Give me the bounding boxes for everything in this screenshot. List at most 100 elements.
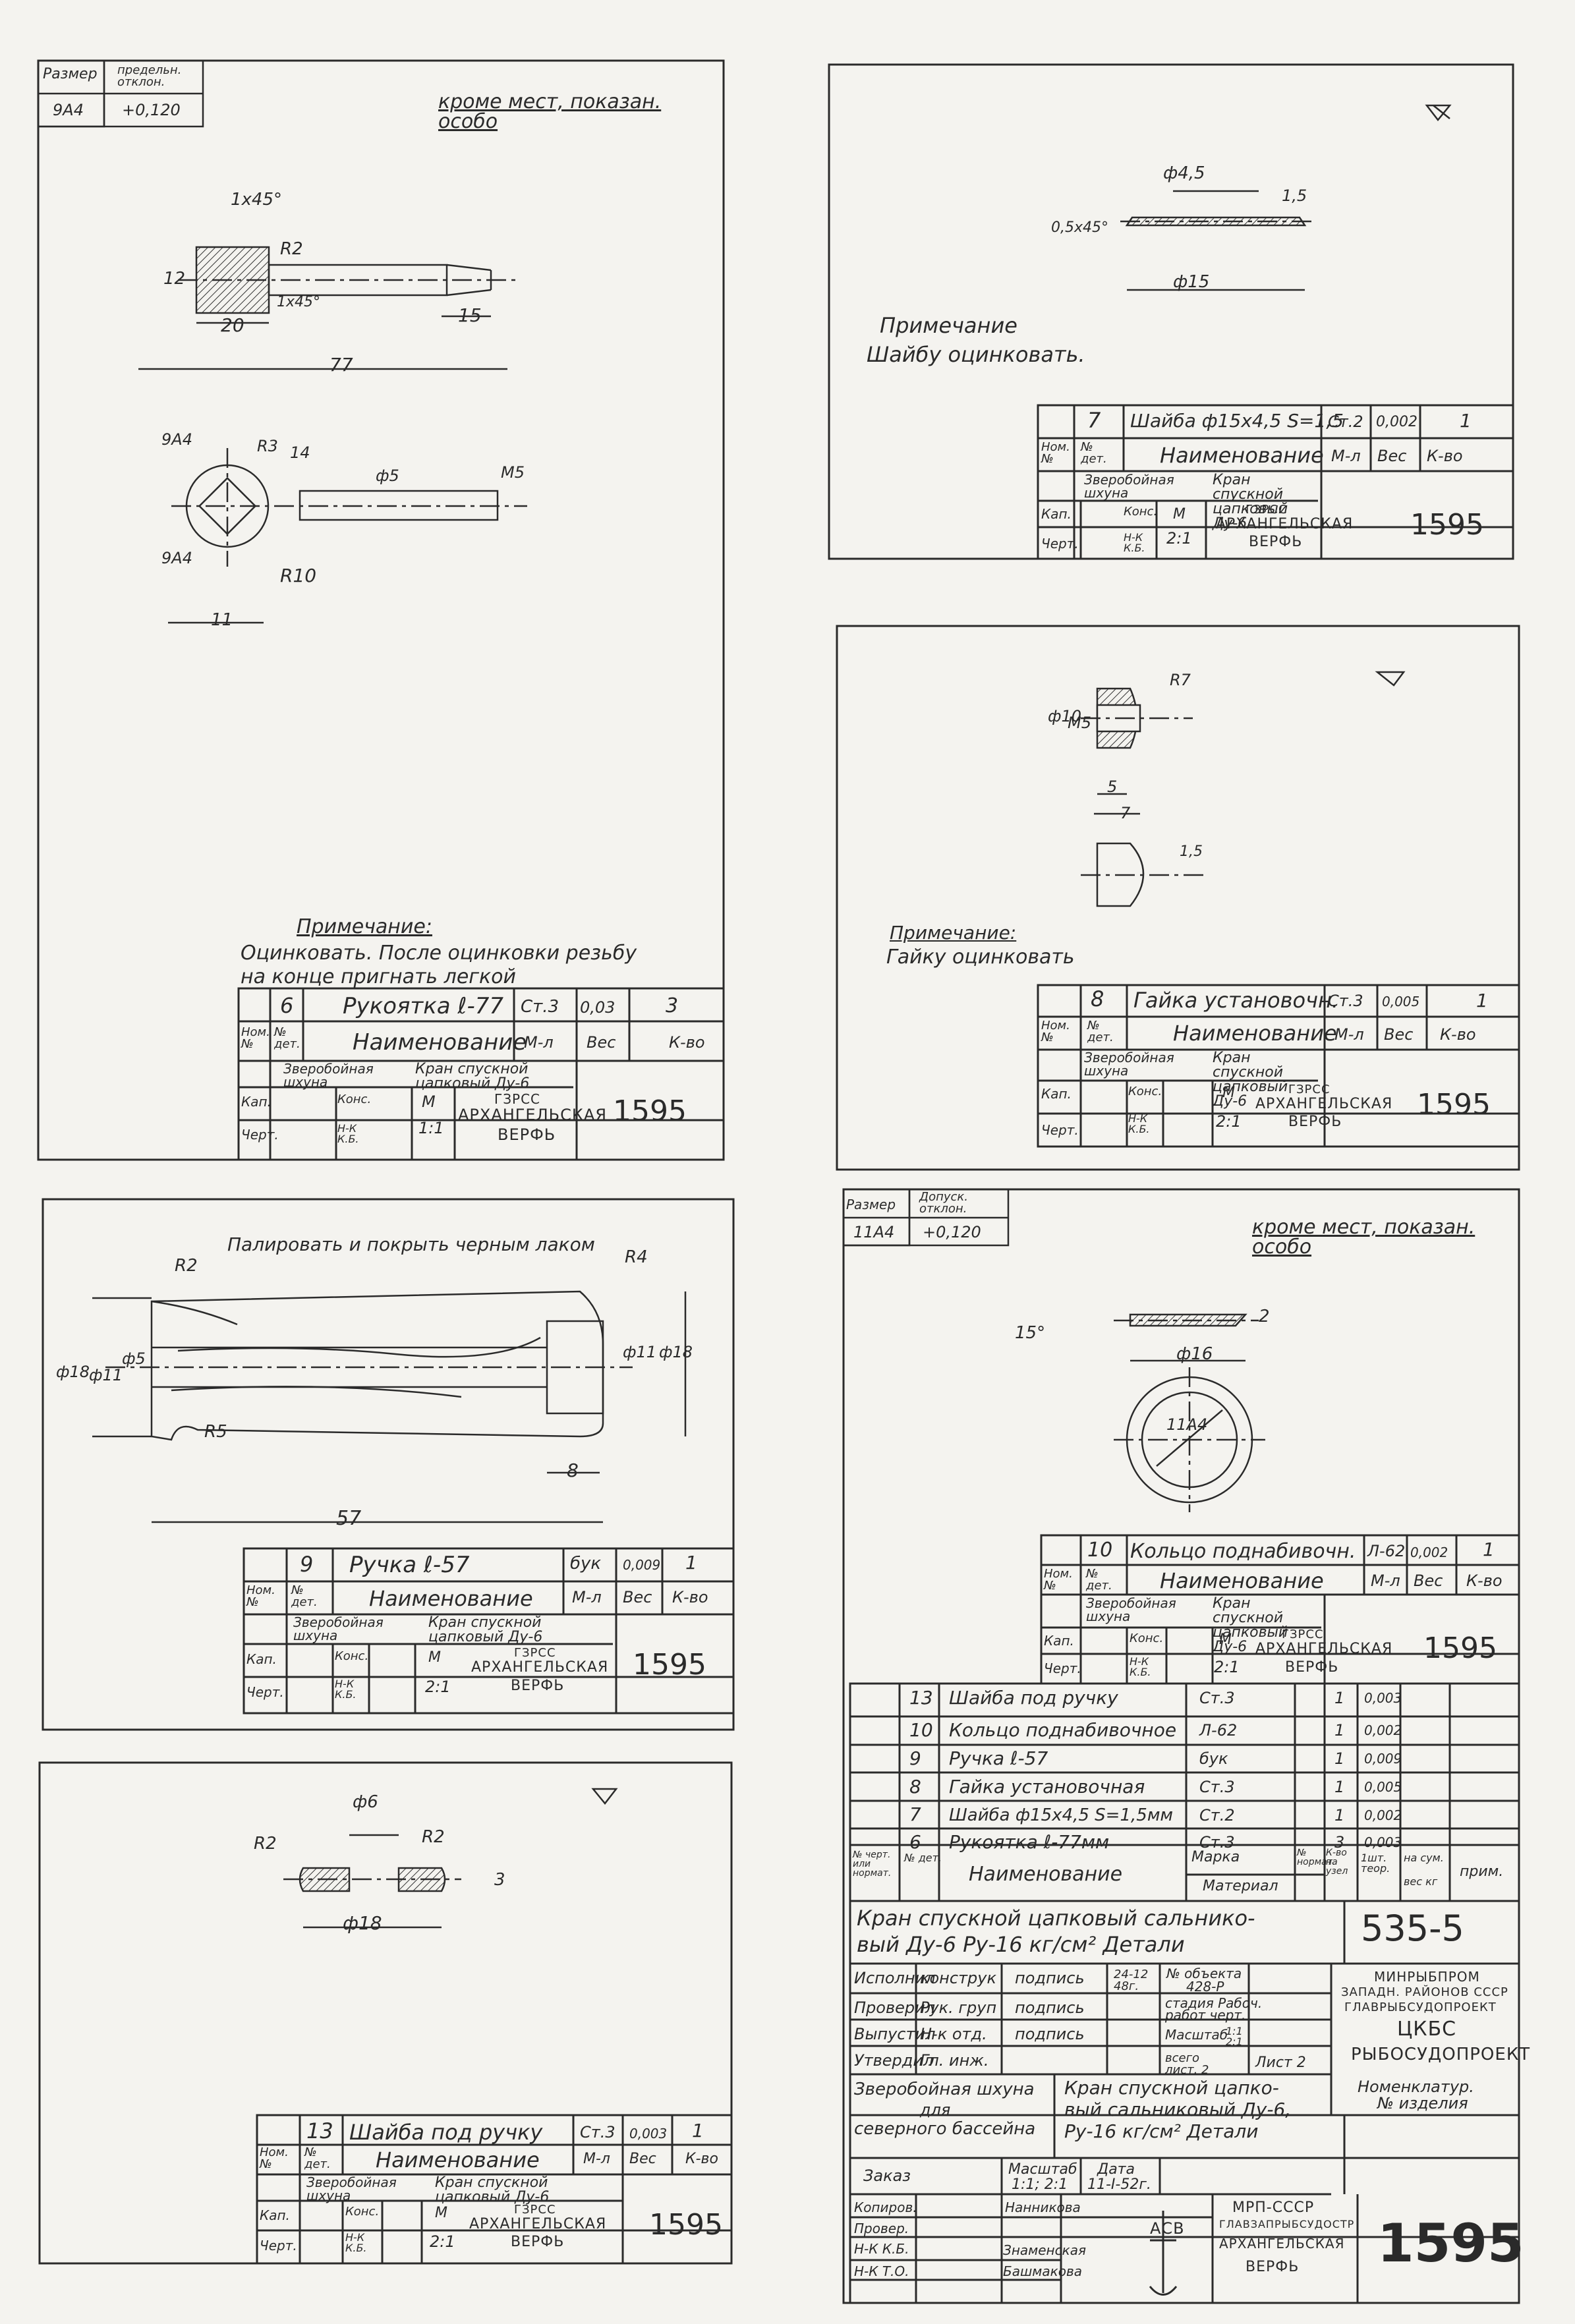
part-name-2: Шайба ф15x4,5 S=1,5 [1130, 410, 1344, 432]
drawing-number-4: 1595 [633, 1648, 706, 1682]
part-mat-3: Ст.3 [1328, 992, 1363, 1010]
copy-name-0: Нанникова [1005, 2199, 1081, 2215]
scale-value: 1:1 2:1 [1226, 2025, 1243, 2048]
ministry-2: ГЛАВРЫБСУДОПРОЕКТ [1344, 2000, 1497, 2014]
note-title-2: Примечание [880, 313, 1017, 338]
sign-chert-3: Черт. [1041, 1122, 1079, 1138]
sign-kap-5: Кап. [260, 2207, 290, 2223]
tol-dev: +0,120 [122, 101, 181, 119]
asm-name-1: Кран спускной цапковый Ду-6 [415, 1061, 530, 1092]
part-name-4: Ручка ℓ-57 [349, 1552, 470, 1578]
spec-row-weight: 0,009 [1364, 1751, 1402, 1767]
head-det-6: № дет. [1086, 1567, 1112, 1593]
dim-57: 57 [336, 1507, 362, 1530]
sign-chert-1: Черт. [241, 1127, 279, 1143]
copy-name-2: Башмакова [1003, 2263, 1082, 2279]
org-5c: ВЕРФЬ [511, 2234, 565, 2250]
spec-org-3: ВЕРФЬ [1246, 2259, 1300, 2275]
sign-chert-2: Черт. [1041, 536, 1079, 552]
head-name-6: Наименование [1160, 1568, 1324, 1593]
spec-row-name: Рукоятка ℓ-77мм [949, 1831, 1110, 1853]
sign-chert-6: Черт. [1044, 1660, 1081, 1676]
dim-r7: R7 [1170, 671, 1191, 689]
sign-kap-2: Кап. [1041, 506, 1072, 522]
part-pos-5: 13 [306, 2118, 333, 2143]
spec-row-qty: 1 [1334, 1778, 1345, 1796]
sign-kons-2: Конс. [1124, 505, 1158, 519]
head-name-1: Наименование [353, 1029, 527, 1056]
spec-row-weight: 0,002 [1364, 1722, 1402, 1738]
sign-nk-1: Н-К К.Б. [337, 1122, 359, 1145]
head-det-3: № дет. [1087, 1019, 1114, 1044]
tol6-dev: +0,120 [923, 1223, 981, 1241]
nomen-0: Номенклатур. [1358, 2078, 1474, 2096]
note-text-1b: на конце пригнать легкой [241, 965, 517, 988]
drawing-washer-7 [1120, 104, 1452, 291]
spec-row-pos: 6 [909, 1831, 921, 1853]
sign-nk-4: Н-К К.Б. [335, 1678, 357, 1701]
sheet-frame-3 [836, 625, 1520, 1171]
sign-nk-6: Н-К К.Б. [1130, 1655, 1151, 1678]
head-nom-1: Ном. № [241, 1025, 270, 1051]
head-qty-6: К-во [1466, 1572, 1503, 1590]
spec-head-mark: Марка [1191, 1849, 1240, 1865]
spec-row-mat: Ст.3 [1199, 1689, 1235, 1707]
dim-7: 7 [1120, 804, 1131, 822]
sign-kap-1: Кап. [241, 1094, 272, 1110]
dim-d10: ф10 [1048, 707, 1082, 725]
scale-val-5: 2:1 [430, 2232, 455, 2251]
asm-ship-3: Зверобойная шхуна [1084, 1050, 1174, 1079]
dim-d6: ф6 [353, 1792, 378, 1812]
dim-r10: R10 [280, 565, 317, 586]
sign-kons-4: Конс. [335, 1649, 369, 1663]
dim-r3: R3 [257, 437, 278, 455]
drawing-number-5: 1595 [649, 2208, 723, 2242]
spec-row-weight: 0,003 [1364, 1834, 1402, 1850]
spec-head-material: Материал [1203, 1878, 1278, 1894]
spec-row-qty: 1 [1334, 1749, 1345, 1768]
part-mat-1: Ст.3 [521, 997, 559, 1017]
dim-d15: ф15 [1173, 272, 1210, 292]
part-mat-4: бук [570, 1554, 602, 1573]
note-text-1a: Оцинковать. После оцинковки резьбу [241, 942, 637, 965]
role-1: Проверил [854, 1998, 936, 2017]
dim-r2-h: R2 [175, 1256, 198, 1276]
dim-2: 2 [1259, 1307, 1270, 1326]
copy-1: Провер. [854, 2221, 909, 2236]
scale-label: Масштаб [1165, 2027, 1228, 2043]
part-name-1: Рукоятка ℓ-77 [343, 993, 503, 1019]
dim-77: 77 [329, 354, 353, 376]
dim-3: 3 [494, 1870, 505, 1890]
spec-row-mat: бук [1199, 1749, 1228, 1768]
sign-kons-5: Конс. [345, 2205, 380, 2219]
ship-0: Зверобойная шхуна [854, 2080, 1035, 2099]
stage-1: стадия Рабоч. [1165, 1995, 1263, 2011]
asm-ship-6: Зверобойная шхуна [1086, 1595, 1176, 1624]
head-qty-4: К-во [672, 1588, 708, 1606]
drawing-number-3: 1595 [1417, 1088, 1491, 1121]
copy-name-1: Знаменская [1003, 2242, 1086, 2258]
drawing-number-1: 1595 [613, 1094, 687, 1128]
spec-row-weight: 0,002 [1364, 1807, 1402, 1823]
spec-row-qty: 1 [1334, 1806, 1345, 1825]
head-mat-4: М-л [572, 1588, 602, 1606]
head-weight-3: Вес [1384, 1025, 1414, 1044]
dim-d45: ф4,5 [1163, 163, 1205, 183]
sign-chert-5: Черт. [260, 2238, 297, 2253]
spec-row-pos: 8 [909, 1776, 921, 1798]
org-1b: АРХАНГЕЛЬСКАЯ [458, 1106, 607, 1124]
org-3c: ВЕРФЬ [1288, 1114, 1342, 1130]
dim-r4: R4 [625, 1247, 648, 1267]
head-name-3: Наименование [1173, 1021, 1337, 1046]
org-1c: ВЕРФЬ [498, 1125, 556, 1144]
head-qty-5: К-во [685, 2151, 718, 2167]
head-nom-6: Ном. № [1044, 1567, 1073, 1593]
head-mat-2: М-л [1331, 447, 1361, 465]
ministry-1: ЗАПАДН. РАЙОНОВ СССР [1341, 1985, 1508, 1999]
specification-table [849, 1682, 1520, 2304]
role-0: Исполнил [854, 1969, 936, 1987]
dim-9a4-top: 9А4 [161, 430, 192, 449]
dim-chamfer: 1x45° [231, 190, 283, 210]
part-pos-4: 9 [300, 1552, 314, 1577]
asm-ship-1: Зверобойная шхуна [283, 1061, 374, 1090]
